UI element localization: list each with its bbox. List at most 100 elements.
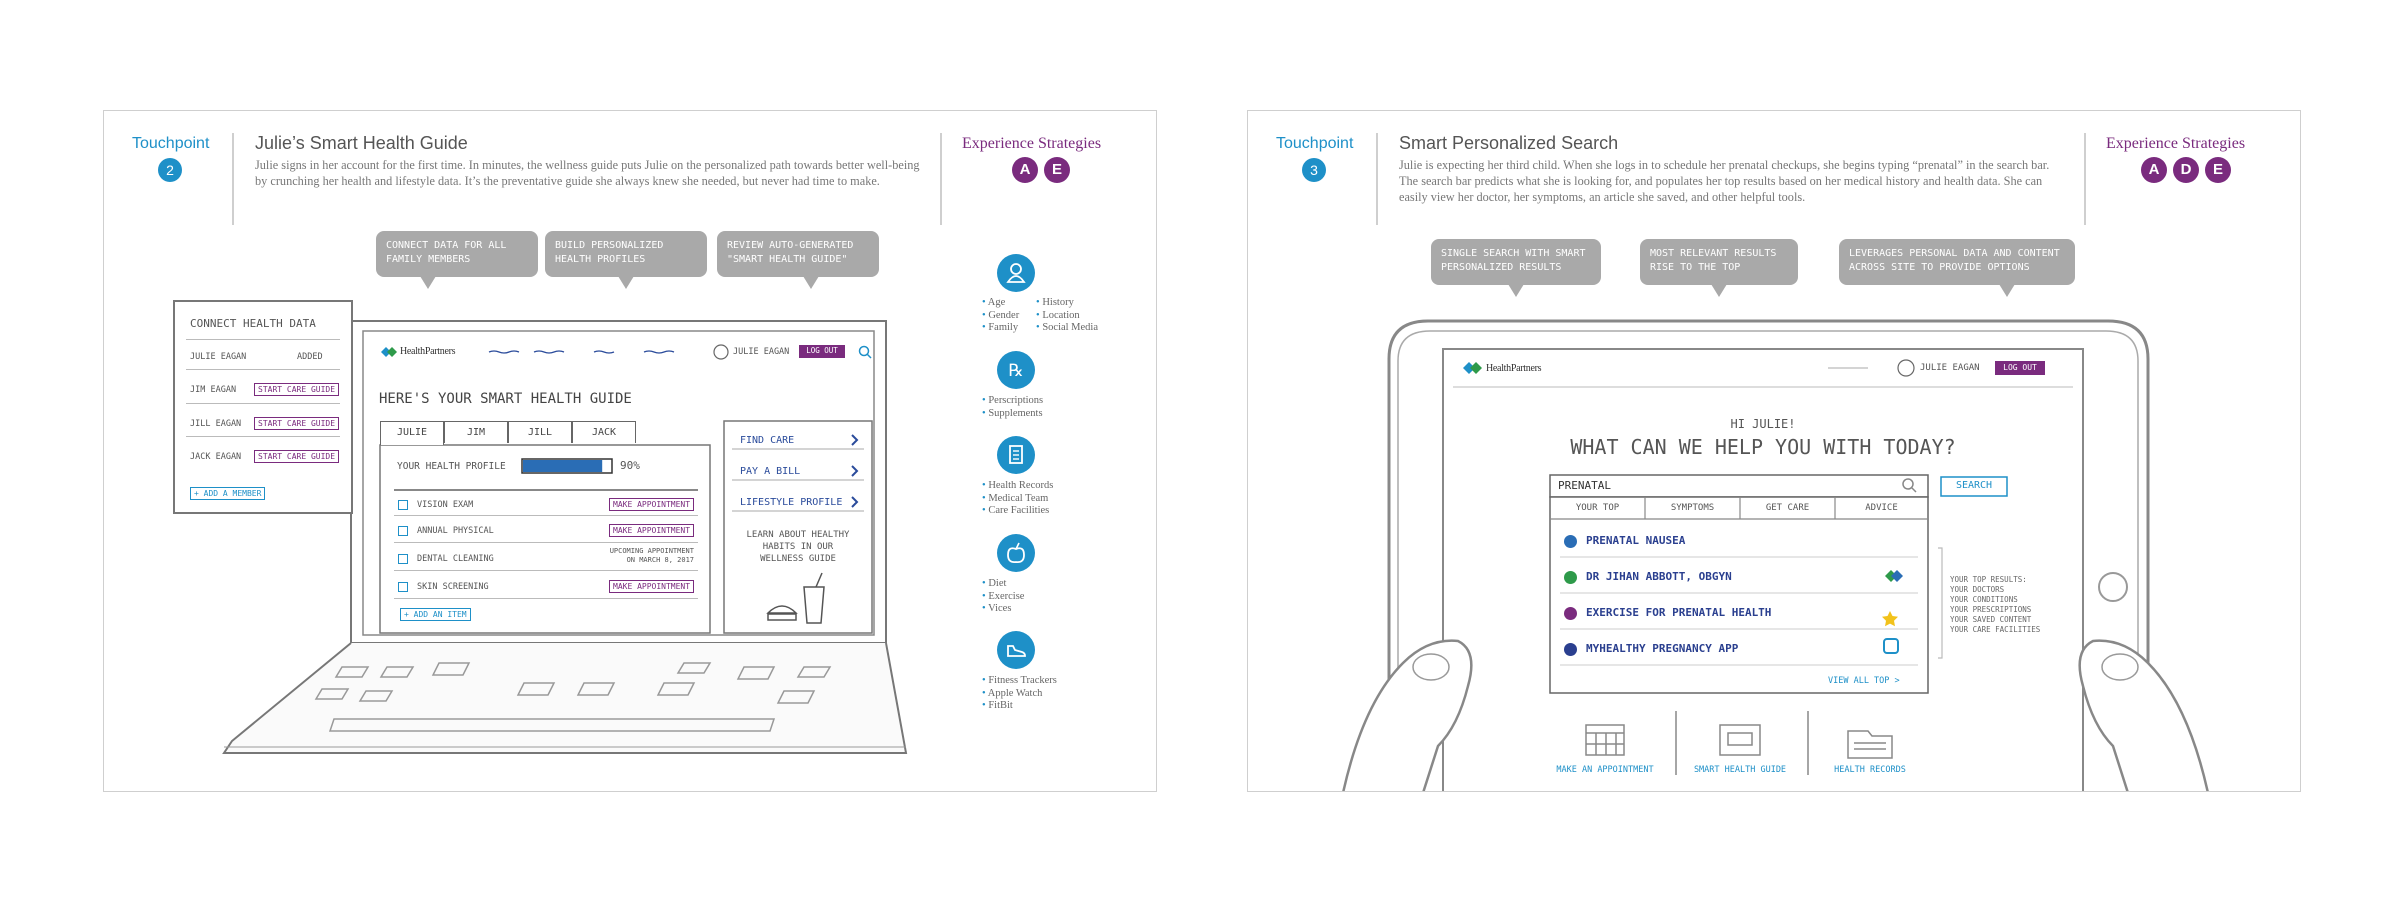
item-label: Annual physical	[417, 526, 494, 536]
search-input[interactable]: Prenatal	[1558, 479, 1611, 492]
wellness-guide-note: Learn about healthy habits in our wellne…	[746, 530, 850, 564]
logout-button[interactable]: Log out	[2003, 363, 2037, 372]
callout-bubble: Review auto-generated "smart health guid…	[717, 231, 879, 289]
data-source-item: History	[1036, 297, 1116, 310]
data-source-item: Perscriptions	[982, 395, 1102, 408]
tab-symptoms[interactable]: Symptoms	[1670, 503, 1715, 513]
health-profile-percent: 90%	[620, 459, 640, 472]
checkbox[interactable]	[398, 526, 408, 536]
item-label: Skin screening	[417, 582, 489, 592]
result-item[interactable]: MyHealthy Pregnancy App	[1586, 642, 1739, 655]
divider	[394, 489, 698, 491]
checkbox[interactable]	[398, 582, 408, 592]
result-item[interactable]: Dr Jihan Abbott, OBGYN	[1586, 570, 1732, 583]
data-source-item: Fitness Trackers	[982, 675, 1102, 688]
user-name[interactable]: Julie Eagan	[1920, 363, 1980, 373]
user-name[interactable]: Julie Eagan	[733, 347, 790, 357]
tab-julie[interactable]: Julie	[380, 421, 444, 445]
divider	[186, 369, 340, 370]
data-source-item: Location	[1036, 310, 1116, 323]
add-member-button[interactable]: + Add a member	[190, 487, 266, 500]
touchpoint-3-panel: Touchpoint 3 Smart Personalized Search J…	[1247, 110, 2301, 792]
tab-your-top[interactable]: Your top	[1575, 503, 1620, 513]
note-item: Your saved content	[1950, 615, 2032, 624]
data-source-item: Care Facilities	[982, 505, 1102, 518]
upcoming-appointment-note: Upcoming appointment on March 8, 2017	[609, 547, 694, 564]
result-item[interactable]: Exercise for prenatal health	[1586, 606, 1772, 619]
header-divider-right	[2084, 133, 2086, 225]
start-care-guide-button[interactable]: Start care guide	[254, 450, 340, 463]
data-source-item: Age	[982, 297, 1038, 310]
tab-jill[interactable]: Jill	[508, 421, 572, 443]
note-item: Your prescriptions	[1950, 605, 2032, 614]
add-item-button[interactable]: + Add an item	[400, 608, 471, 621]
data-source-list: Age Gender Family	[982, 297, 1038, 335]
member-name: Jack Eagan	[190, 452, 242, 462]
touchpoint-2-panel: Touchpoint 2 Julie’s Smart Health Guide …	[103, 110, 1157, 792]
callout-bubble: Single search with smart personalized re…	[1431, 239, 1601, 297]
data-source-item: Family	[982, 322, 1038, 335]
shoe-icon	[997, 631, 1035, 669]
divider	[186, 436, 340, 437]
headline: What can we help you with today?	[1570, 435, 1956, 459]
data-source-item: Health Records	[982, 480, 1102, 493]
smart-health-guide-nav[interactable]: Smart health guide	[1693, 765, 1787, 775]
article-icon	[1564, 607, 1577, 620]
data-source-item: Apple Watch	[982, 688, 1102, 701]
data-source-item: Vices	[982, 603, 1102, 616]
start-care-guide-button[interactable]: Start care guide	[254, 383, 340, 396]
search-icon	[1564, 535, 1577, 548]
divider	[394, 515, 698, 516]
data-source-list: Health Records Medical Team Care Facilit…	[982, 480, 1102, 518]
health-records-nav[interactable]: Health records	[1834, 765, 1906, 775]
greeting: Hi Julie!	[1730, 417, 1796, 431]
member-status: Added	[297, 352, 323, 362]
experience-strategies-label: Experience Strategies	[2106, 135, 2246, 152]
start-care-guide-button[interactable]: Start care guide	[254, 417, 340, 430]
tab-jim[interactable]: Jim	[444, 421, 508, 443]
strategy-badge: E	[2205, 157, 2231, 183]
tab-get-care[interactable]: Get care	[1765, 503, 1810, 513]
data-source-list: Perscriptions Supplements	[982, 395, 1102, 420]
make-appointment-button[interactable]: Make appointment	[609, 498, 695, 511]
view-all-link[interactable]: View all top >	[1828, 676, 1900, 686]
make-appointment-button[interactable]: Make appointment	[609, 580, 695, 593]
divider	[186, 403, 340, 404]
result-item[interactable]: Prenatal nausea	[1586, 534, 1686, 547]
tab-jack[interactable]: Jack	[572, 421, 636, 443]
touchpoint-number-badge: 3	[1302, 158, 1326, 182]
header-divider	[232, 133, 234, 225]
find-care-link[interactable]: Find care	[740, 435, 795, 446]
make-appointment-nav[interactable]: Make an appointment	[1556, 765, 1654, 775]
page-heading: Here's your smart health guide	[379, 391, 632, 407]
pay-bill-link[interactable]: Pay a bill	[740, 466, 801, 477]
header-divider	[1376, 133, 1378, 225]
callout-bubble: Connect data for all family members	[376, 231, 538, 289]
strategy-badge: A	[2141, 157, 2167, 183]
tablet-sketch	[1342, 319, 2209, 791]
healthpartners-logo: HealthPartners	[400, 346, 456, 357]
touchpoint-number-badge: 2	[158, 158, 182, 182]
connect-card-title: Connect health data	[190, 317, 316, 330]
data-source-list: Diet Exercise Vices	[982, 578, 1102, 616]
note-title: Your top results:	[1950, 575, 2027, 584]
logout-button[interactable]: Log out	[806, 346, 838, 355]
make-appointment-button[interactable]: Make appointment	[609, 524, 695, 537]
checkbox[interactable]	[398, 500, 408, 510]
data-source-item: Gender	[982, 310, 1038, 323]
experience-strategies-label: Experience Strategies	[962, 135, 1102, 152]
apple-icon	[997, 534, 1035, 572]
divider	[394, 542, 698, 543]
checkbox[interactable]	[398, 554, 408, 564]
member-name: Jim Eagan	[190, 385, 237, 395]
person-icon	[997, 254, 1035, 292]
search-button[interactable]: Search	[1955, 480, 1993, 491]
touchpoint-description: Julie is expecting her third child. When…	[1399, 158, 2050, 204]
app-icon	[1564, 643, 1577, 656]
laptop-sketch	[173, 300, 908, 754]
lifestyle-profile-link[interactable]: Lifestyle profile	[740, 497, 843, 508]
callout-bubble: Build personalized health profiles	[545, 231, 707, 289]
data-source-item: FitBit	[982, 700, 1102, 713]
divider	[394, 598, 698, 599]
tab-advice[interactable]: Advice	[1865, 503, 1898, 513]
